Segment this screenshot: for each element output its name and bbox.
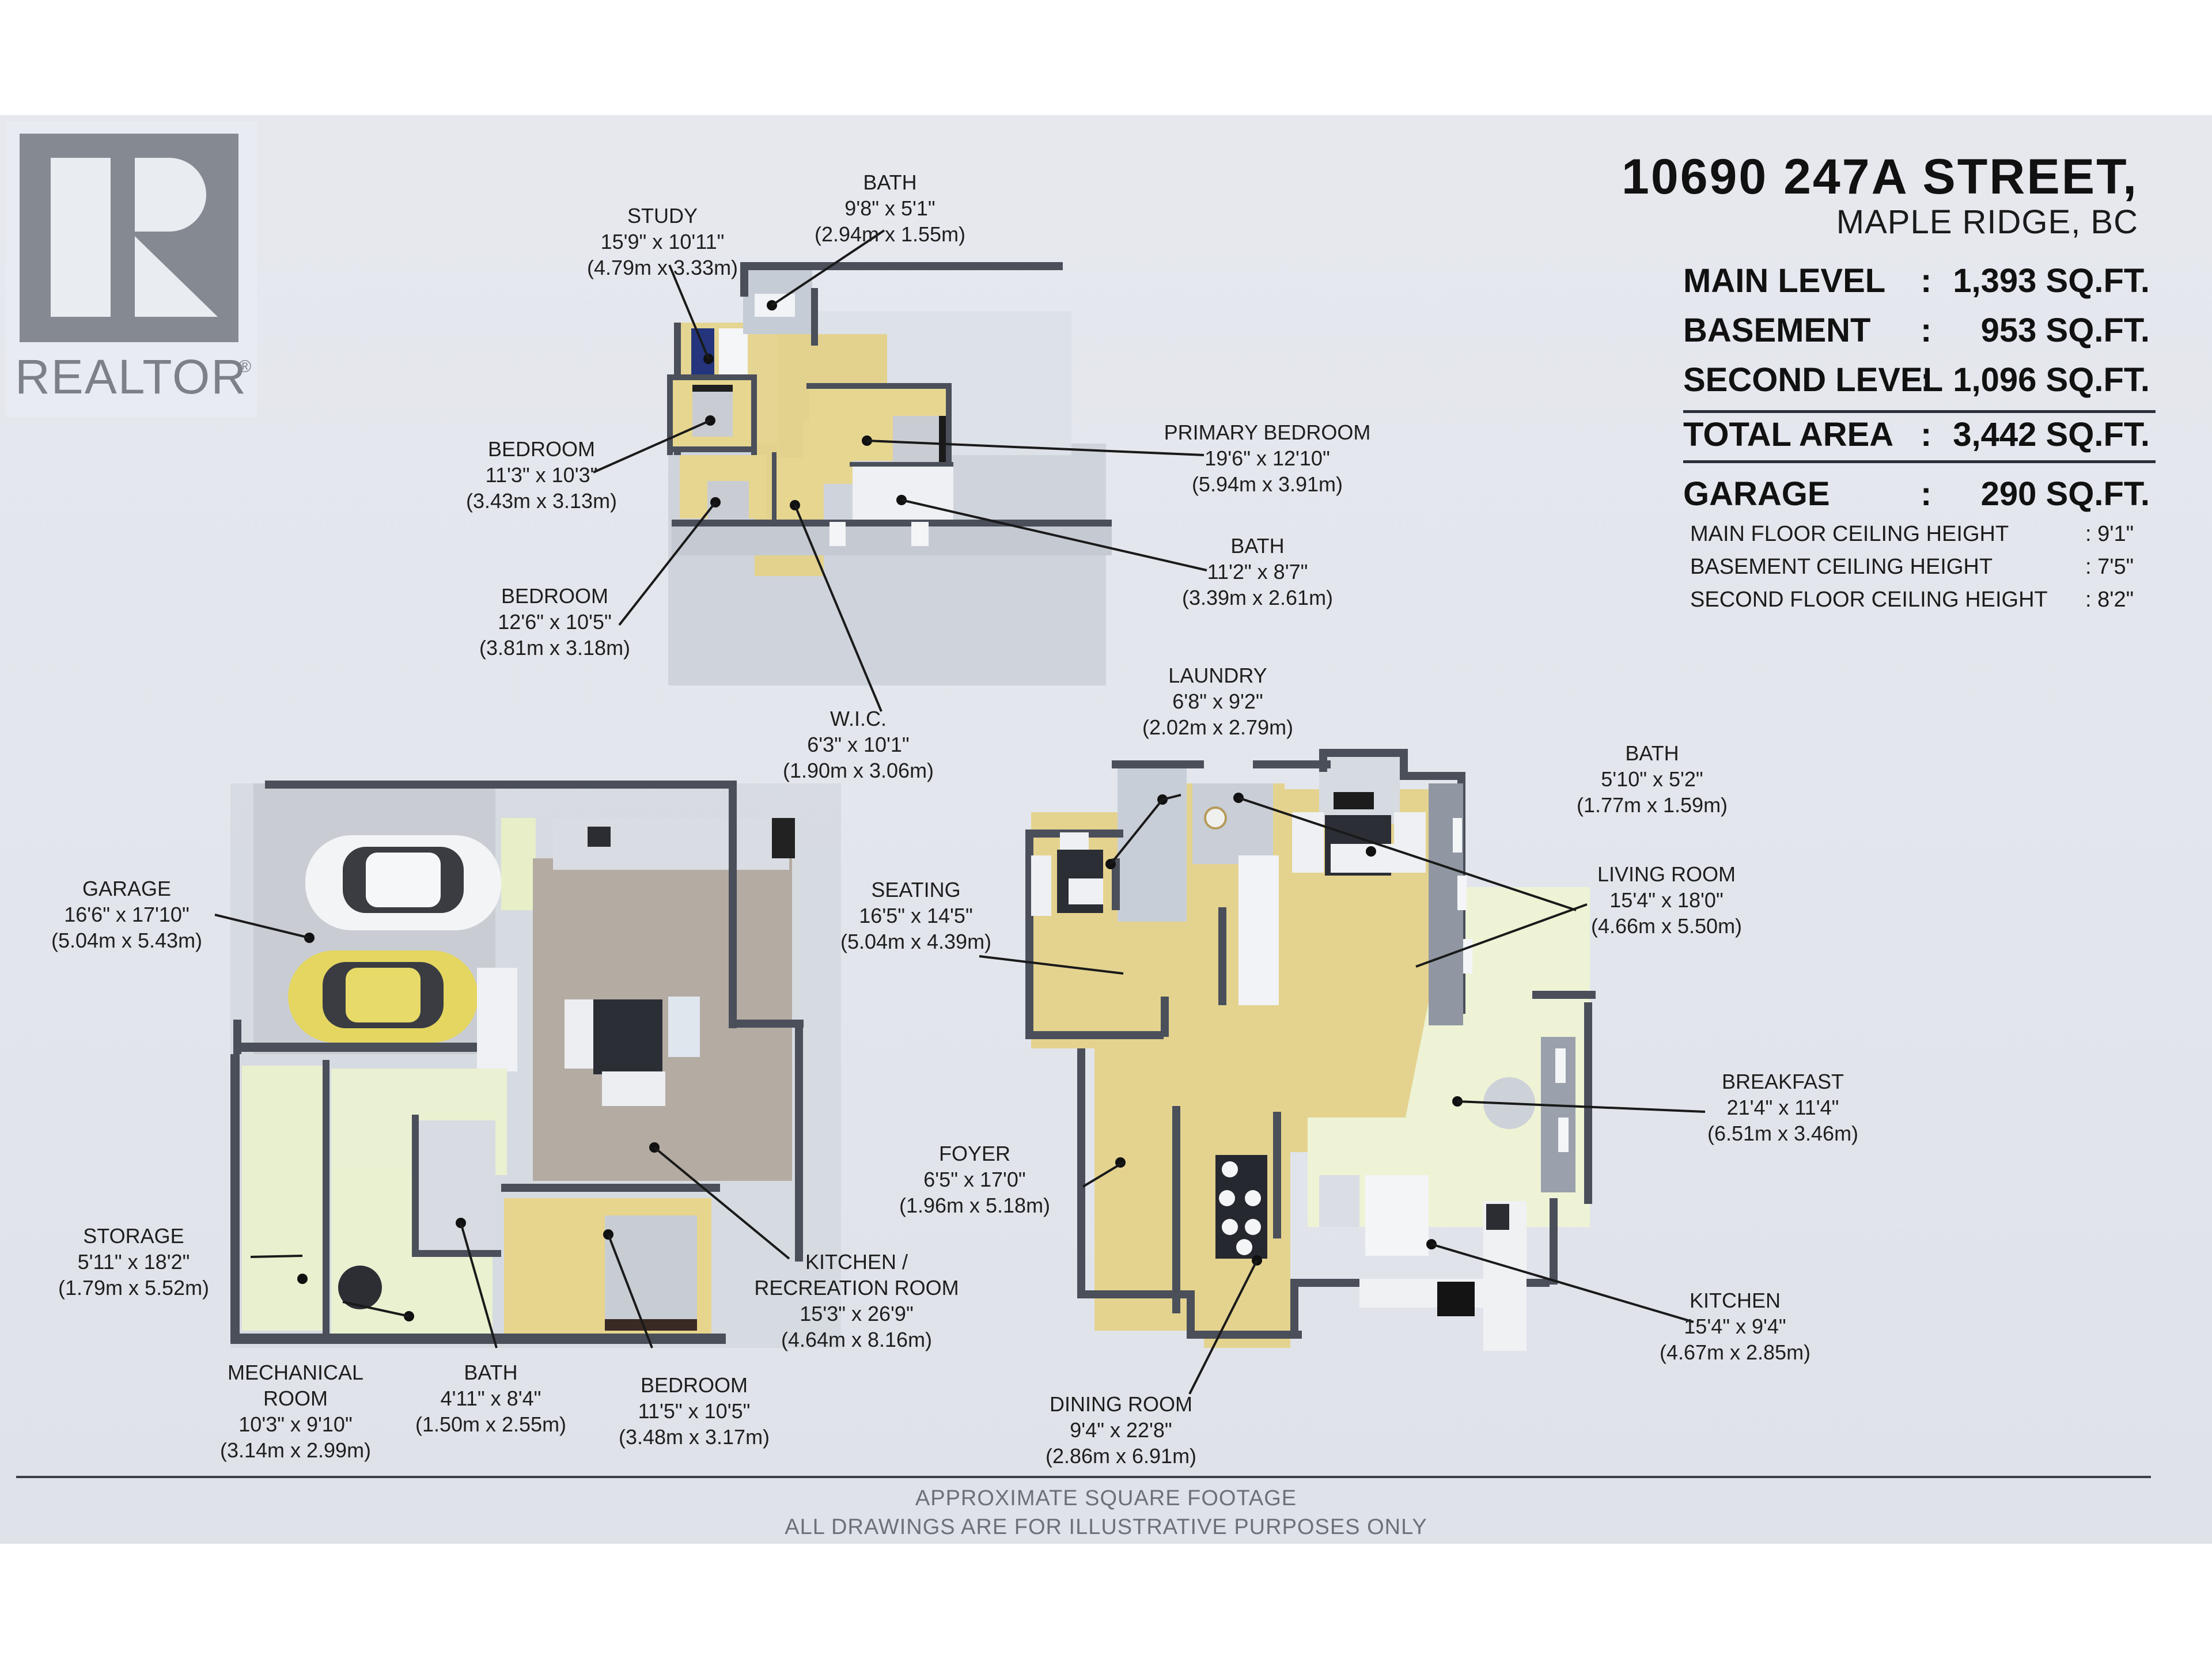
fireplace-icon [1334, 792, 1374, 809]
label-bath-main: BATH 5'10" x 5'2" (1.77m x 1.59m) [1576, 741, 1728, 817]
label-breakfast: BREAKFAST 21'4" x 11'4" (6.51m x 3.46m) [1707, 1070, 1859, 1145]
label-garage: GARAGE 16'6" x 17'10" (5.04m x 5.43m) [51, 877, 203, 952]
label-kitchen: KITCHEN 15'4" x 9'4" (4.67m x 2.85m) [1659, 1289, 1811, 1364]
area-row-basement: BASEMENT : 953 SQ.FT. [1683, 312, 2150, 349]
label-kitchen-recreation: KITCHEN / RECREATION ROOM 15'3" x 26'9" … [754, 1250, 959, 1351]
room-bath-basement [418, 1120, 495, 1250]
label-storage: STORAGE 5'11" x 18'2" (1.79m x 5.52m) [58, 1224, 210, 1300]
range-icon [1437, 1282, 1475, 1316]
area-row-main: MAIN LEVEL : 1,393 SQ.FT. [1683, 262, 2150, 300]
area-summary: MAIN LEVEL : 1,393 SQ.FT. BASEMENT : 953… [1683, 257, 2156, 520]
label-primary-bedroom: PRIMARY BEDROOM 19'6" x 12'10" (5.94m x … [1164, 421, 1371, 496]
stairs-icon [477, 968, 517, 1071]
white-car-icon [305, 835, 501, 930]
ceiling-heights: MAIN FLOOR CEILING HEIGHT : 9'1" BASEMEN… [1690, 522, 2151, 620]
second-floor-plan [667, 262, 1112, 685]
bed-icon [893, 416, 945, 462]
main-floor-area [1031, 783, 1457, 1348]
realtor-wordmark: REALTOR [15, 350, 247, 404]
room-breakfast-kitchen [1308, 887, 1590, 1227]
ceiling-row-main: MAIN FLOOR CEILING HEIGHT : 9'1" [1690, 522, 2134, 546]
label-laundry: LAUNDRY 6'8" x 9'2" (2.02m x 2.79m) [1142, 664, 1294, 739]
label-ensuite-bath: BATH 11'2" x 8'7" (3.39m x 2.61m) [1181, 534, 1334, 609]
desk-chair-icon [691, 328, 714, 374]
ceiling-row-second: SECOND FLOOR CEILING HEIGHT : 8'2" [1690, 588, 2134, 612]
room-storage [242, 1066, 328, 1331]
property-address: 10690 247A STREET, [1622, 149, 2138, 204]
property-city: MAPLE RIDGE, BC [1836, 203, 2138, 241]
area-row-second: SECOND LEVEL : 1,096 SQ.FT. [1683, 361, 2150, 399]
label-dining-room: DINING ROOM 9'4" x 22'8" (2.86m x 6.91m) [1045, 1392, 1197, 1468]
label-bedroom-1: BEDROOM 11'3" x 10'3" (3.43m x 3.13m) [465, 437, 618, 513]
label-foyer: FOYER 6'5" x 17'0" (1.96m x 5.18m) [899, 1142, 1051, 1217]
footer-disclaimer: ALL DRAWINGS ARE FOR ILLUSTRATIVE PURPOS… [785, 1515, 1427, 1539]
room-laundry [1118, 766, 1187, 922]
yellow-car-icon [288, 950, 478, 1043]
basement-plan [230, 781, 841, 1348]
label-bedroom-basement: BEDROOM 11'5" x 10'5" (3.48m x 3.17m) [618, 1373, 770, 1449]
footer-divider [16, 1476, 2151, 1478]
room-ensuite-bath [853, 464, 953, 521]
label-seating: SEATING 16'5" x 14'5" (5.04m x 4.39m) [840, 878, 992, 953]
label-study: STUDY 15'9" x 10'11" (4.79m x 3.33m) [586, 204, 738, 279]
bed-icon [692, 385, 733, 437]
footer-approx-note: APPROXIMATE SQUARE FOOTAGE [915, 1486, 1297, 1510]
water-heater-icon [338, 1266, 382, 1309]
label-bedroom-2: BEDROOM 12'6" x 10'5" (3.81m x 3.18m) [479, 584, 631, 660]
ceiling-row-basement: BASEMENT CEILING HEIGHT : 7'5" [1690, 555, 2134, 579]
registered-mark: ® [238, 357, 252, 376]
sofa-group-icon [565, 997, 700, 1106]
bed-icon [605, 1215, 697, 1331]
fridge-icon [1319, 1175, 1359, 1227]
desk-icon [719, 328, 748, 380]
area-row-garage: GARAGE : 290 SQ.FT. [1683, 475, 2150, 513]
label-mechanical-room: MECHANICAL ROOM 10'3" x 9'10" (3.14m x 2… [219, 1361, 372, 1462]
stairs-icon [1238, 855, 1279, 1005]
dining-table-icon [1215, 1155, 1267, 1259]
label-bath-upper: BATH 9'8" x 5'1" (2.94m x 1.55m) [814, 171, 966, 246]
sink-icon [1486, 1204, 1509, 1230]
area-row-total: TOTAL AREA : 3,442 SQ.FT. [1683, 410, 2156, 463]
label-bath-basement: BATH 4'11" x 8'4" (1.50m x 2.55m) [415, 1361, 567, 1436]
label-living-room: LIVING ROOM 15'4" x 18'0" (4.66m x 5.50m… [1590, 862, 1743, 938]
realtor-logo: REALTOR ® [6, 121, 257, 417]
realtor-r-icon [20, 134, 238, 342]
label-wic: W.I.C. 6'3" x 10'1" (1.90m x 3.06m) [782, 707, 934, 782]
main-floor-plan [1025, 749, 1596, 1351]
seating-furniture-icon [1031, 832, 1103, 916]
kitchen-island [1365, 1175, 1429, 1256]
